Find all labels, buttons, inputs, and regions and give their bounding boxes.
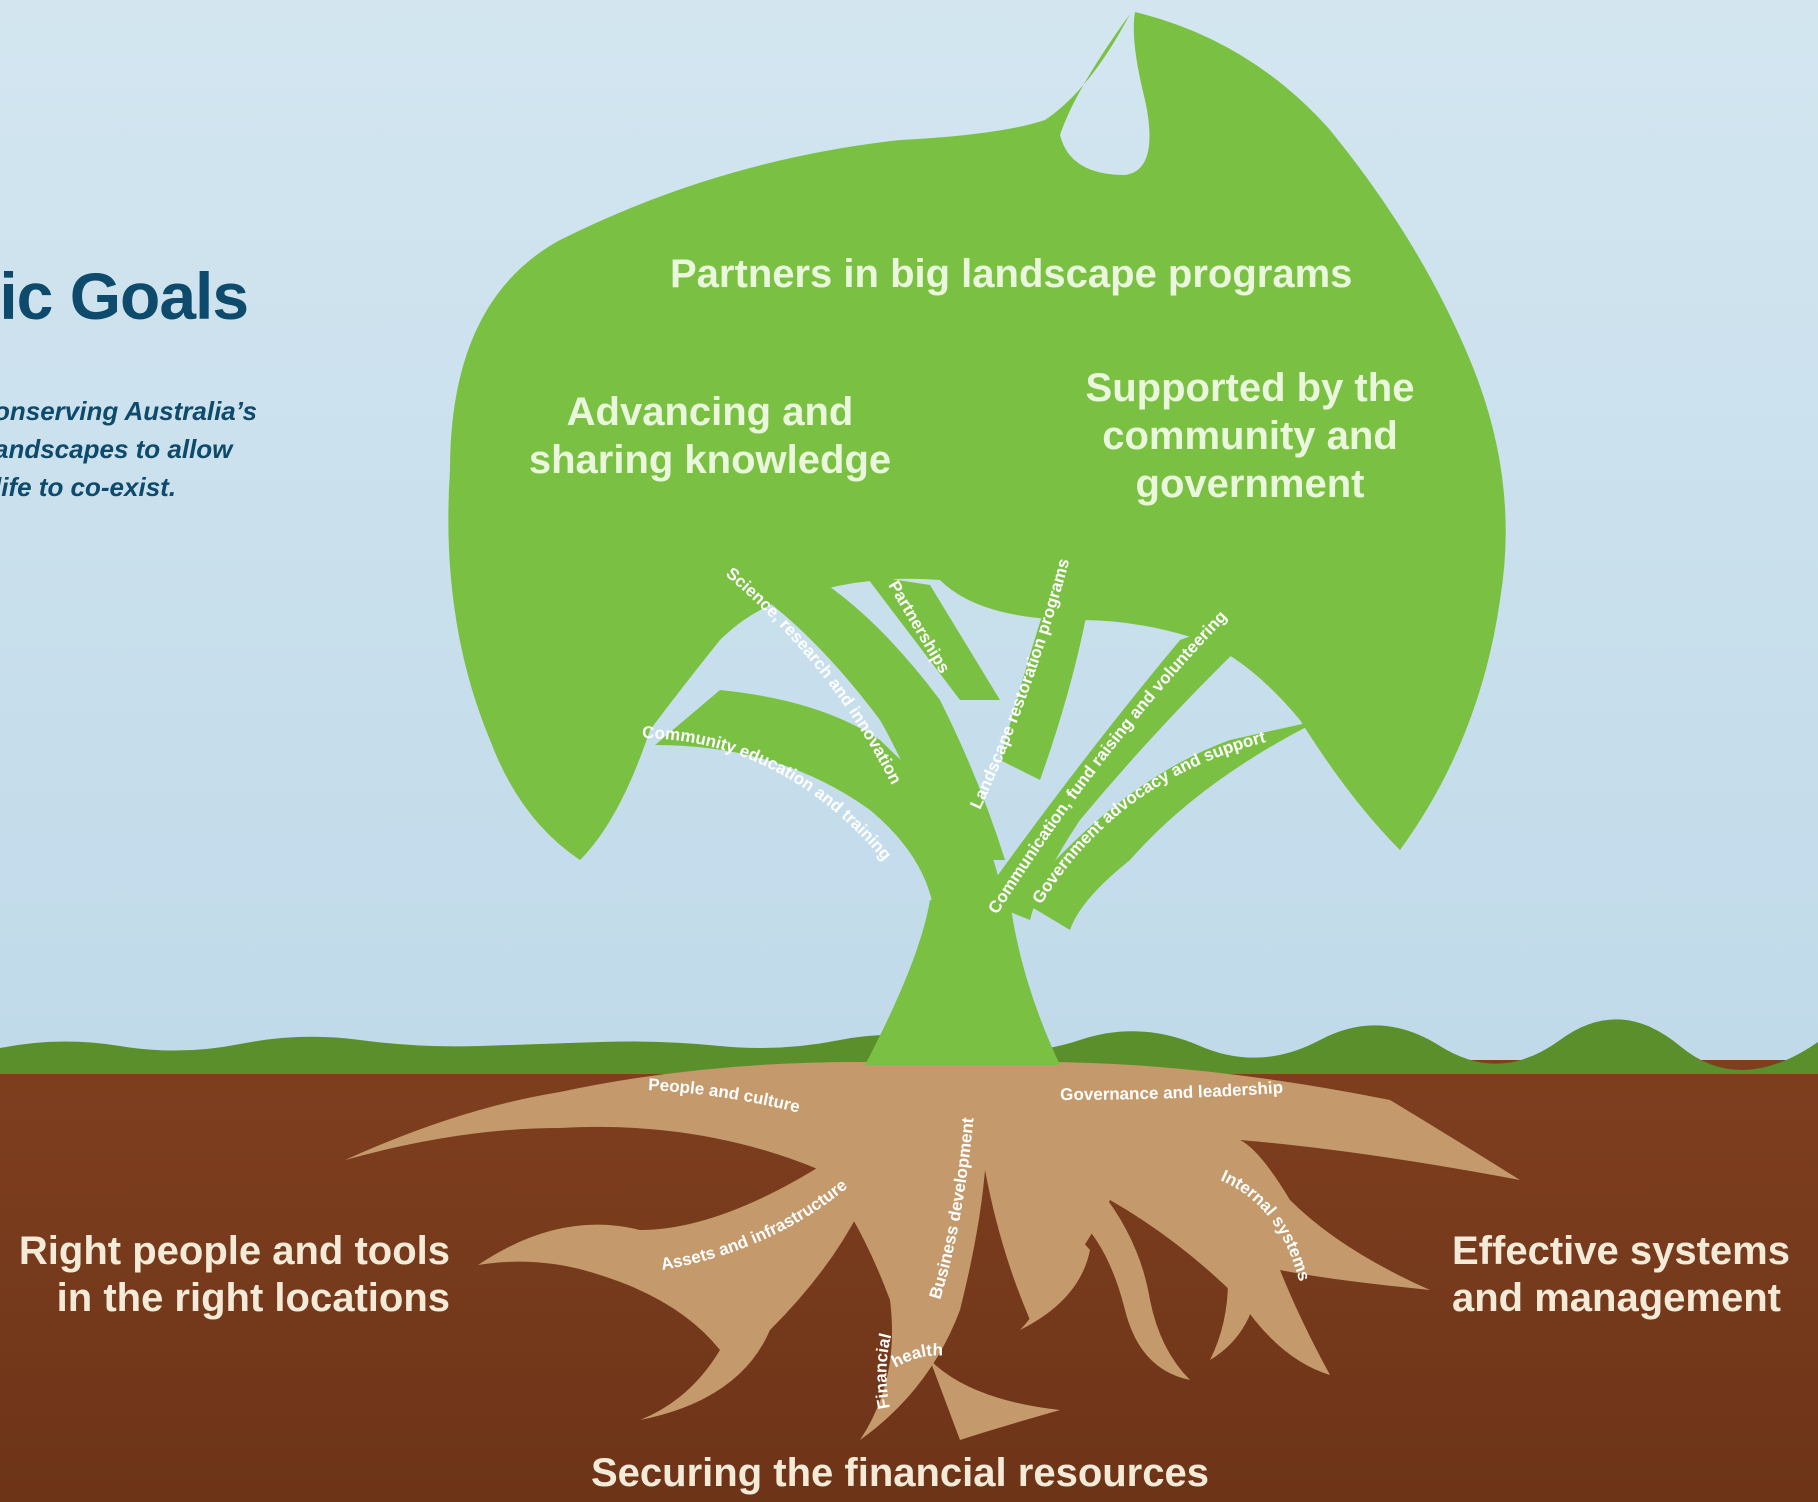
root-label-financial: Financial bbox=[871, 1331, 895, 1410]
goal-line: Advancing and bbox=[566, 390, 854, 434]
goal-right-people: Right people and tools in the right loca… bbox=[0, 1228, 450, 1322]
goal-line: community and bbox=[1102, 414, 1398, 458]
page-title: gic Goals bbox=[0, 259, 249, 333]
tagline-line: andscapes to allow bbox=[0, 434, 233, 464]
tree-canopy bbox=[448, 12, 1506, 860]
goal-partners: Partners in big landscape programs bbox=[670, 252, 1353, 296]
goal-line: government bbox=[1135, 462, 1365, 506]
goal-knowledge: Advancing and sharing knowledge bbox=[520, 388, 900, 484]
goal-line: sharing knowledge bbox=[528, 438, 892, 482]
tagline-line: onserving Australia’s bbox=[0, 396, 257, 426]
tagline-line: life to co-exist. bbox=[0, 472, 177, 502]
goal-line: and management bbox=[1452, 1276, 1781, 1320]
goal-line: in the right locations bbox=[56, 1276, 450, 1320]
goal-line: Supported by the bbox=[1085, 366, 1415, 410]
goal-effective-systems: Effective systems and management bbox=[1452, 1228, 1812, 1322]
tagline: onserving Australia’s andscapes to allow… bbox=[0, 392, 257, 506]
tree-trunk bbox=[655, 520, 1320, 1065]
goal-supported: Supported by the community and governmen… bbox=[1070, 364, 1430, 508]
root-system bbox=[345, 1062, 1520, 1440]
goal-securing-financial: Securing the financial resources bbox=[591, 1451, 1209, 1495]
goal-line: Right people and tools bbox=[18, 1229, 450, 1273]
goal-line: Effective systems bbox=[1452, 1229, 1790, 1273]
